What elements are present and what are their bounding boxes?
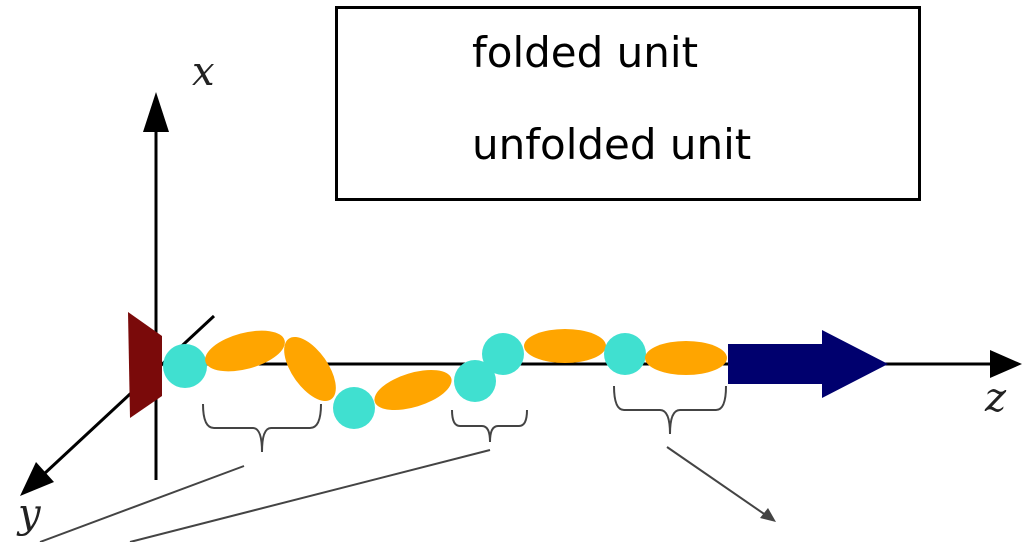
unfolded-unit [374, 369, 452, 411]
folded-unit [604, 333, 646, 375]
unfolded-unit [645, 341, 727, 375]
x-axis-label: x [192, 49, 215, 95]
unfolded-unit [524, 329, 606, 363]
y-axis-label: y [18, 491, 41, 537]
z-axis-label: z [985, 375, 1007, 421]
legend-folded-label: folded unit [472, 28, 699, 77]
folded-unit [454, 360, 496, 402]
legend-box [335, 6, 921, 201]
unfolded-unit [205, 330, 285, 372]
y-axis-arrowhead [20, 462, 54, 496]
unfolded-unit [284, 336, 336, 402]
y-axis-line [42, 314, 216, 476]
pulling-force-arrow [728, 330, 888, 398]
leader-line [129, 449, 491, 543]
leader-line [666, 446, 771, 519]
segment-brace [613, 385, 727, 435]
z-axis-arrowhead [990, 350, 1022, 378]
x-axis-arrowhead [143, 92, 169, 132]
folded-unit [163, 344, 207, 388]
anchor-wall [128, 312, 162, 418]
leader-arrowhead [760, 508, 776, 522]
folded-unit [482, 333, 524, 375]
legend-unfolded-label: unfolded unit [472, 120, 752, 169]
segment-brace [451, 409, 528, 443]
folded-unit [333, 387, 375, 429]
segment-brace [202, 403, 322, 453]
leader-line [39, 465, 245, 543]
